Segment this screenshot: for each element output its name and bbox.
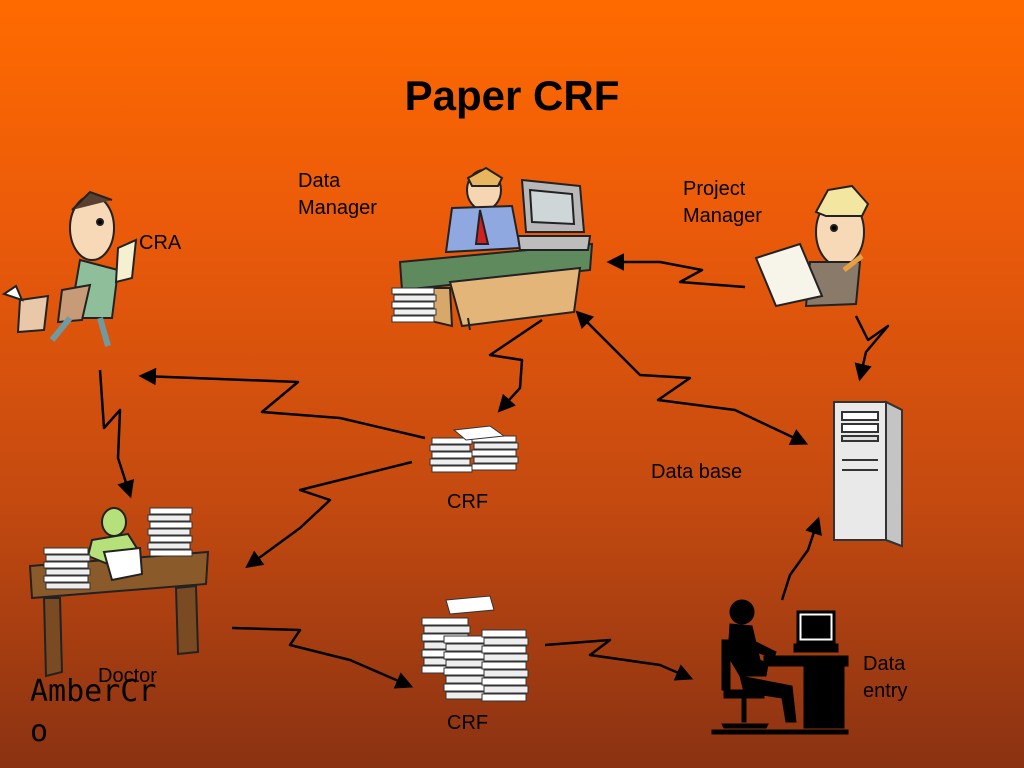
arrow-crf-to-dataentry bbox=[544, 638, 694, 681]
cra-figure-icon bbox=[1, 190, 138, 347]
arrow-dataentry-to-database bbox=[780, 516, 822, 601]
arrow-pm-to-database bbox=[854, 315, 890, 382]
data-manager-desk-icon bbox=[398, 166, 594, 331]
arrow-database-dm-both bbox=[575, 310, 809, 445]
arrow-crf-to-cra bbox=[138, 367, 426, 440]
project-manager-label: Project Manager bbox=[683, 176, 762, 230]
data-entry-operator-icon bbox=[711, 599, 849, 735]
database-server-icon bbox=[833, 400, 903, 548]
crf-top-label: CRF bbox=[447, 491, 489, 513]
project-manager-label-line2: Manager bbox=[683, 205, 762, 227]
cra-label: CRA bbox=[139, 232, 182, 254]
arrow-crf-to-doctor bbox=[245, 460, 413, 569]
doctor-paper-stack-left-icon bbox=[43, 547, 91, 590]
data-entry-label-line1: Data bbox=[863, 653, 906, 675]
arrow-doctor-to-crf bbox=[231, 626, 414, 689]
doctor-paper-stack-right-icon bbox=[147, 507, 193, 557]
data-manager-label-line2: Manager bbox=[298, 197, 377, 219]
brand-text: AmberCro bbox=[30, 674, 157, 749]
arrow-dm-to-crf bbox=[488, 318, 543, 413]
data-manager-label: Data Manager bbox=[298, 168, 377, 222]
project-manager-figure-icon bbox=[754, 184, 870, 308]
doctor-label: Doctor bbox=[98, 665, 157, 687]
crf-bottom-label: CRF bbox=[447, 712, 489, 734]
data-entry-label-line2: entry bbox=[863, 680, 908, 702]
page-title: Paper CRF bbox=[404, 72, 620, 119]
data-manager-paper-stack-icon bbox=[391, 287, 437, 323]
crf-stack-top-icon bbox=[429, 425, 519, 473]
data-manager-label-line1: Data bbox=[298, 170, 341, 192]
arrow-pm-to-dm bbox=[606, 253, 746, 289]
data-entry-label: Data entry bbox=[863, 651, 907, 705]
crf-stack-bottom-icon bbox=[421, 595, 529, 702]
arrow-cra-to-doctor bbox=[98, 369, 135, 499]
project-manager-label-line1: Project bbox=[683, 178, 746, 200]
data-base-label: Data base bbox=[651, 461, 743, 483]
